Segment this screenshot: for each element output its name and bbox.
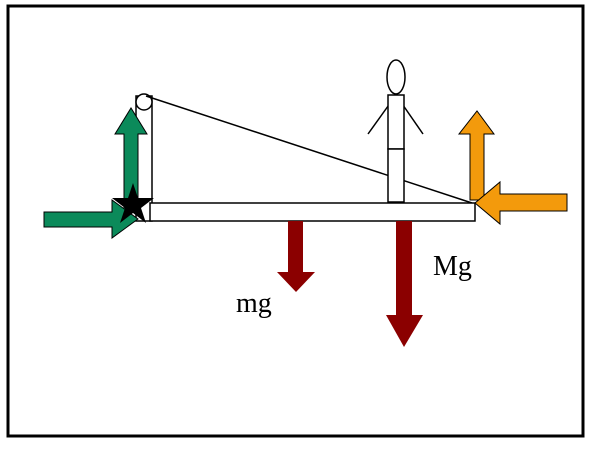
beam-weight-arrow (277, 221, 315, 292)
person-weight-label: Mg (433, 251, 472, 282)
horizontal-support-arrow (43, 199, 139, 239)
pulley-icon (135, 93, 153, 111)
horizontal-wall-arrow (474, 180, 568, 226)
beam-weight-label: mg (236, 288, 272, 319)
upward-wall-arrow (457, 110, 495, 201)
stick-figure-icon (367, 59, 424, 203)
star-icon (112, 183, 154, 223)
person-weight-arrow (386, 221, 423, 347)
upward-support-arrow (114, 107, 148, 211)
horizontal-beam (149, 202, 476, 222)
support-cable (145, 95, 473, 204)
